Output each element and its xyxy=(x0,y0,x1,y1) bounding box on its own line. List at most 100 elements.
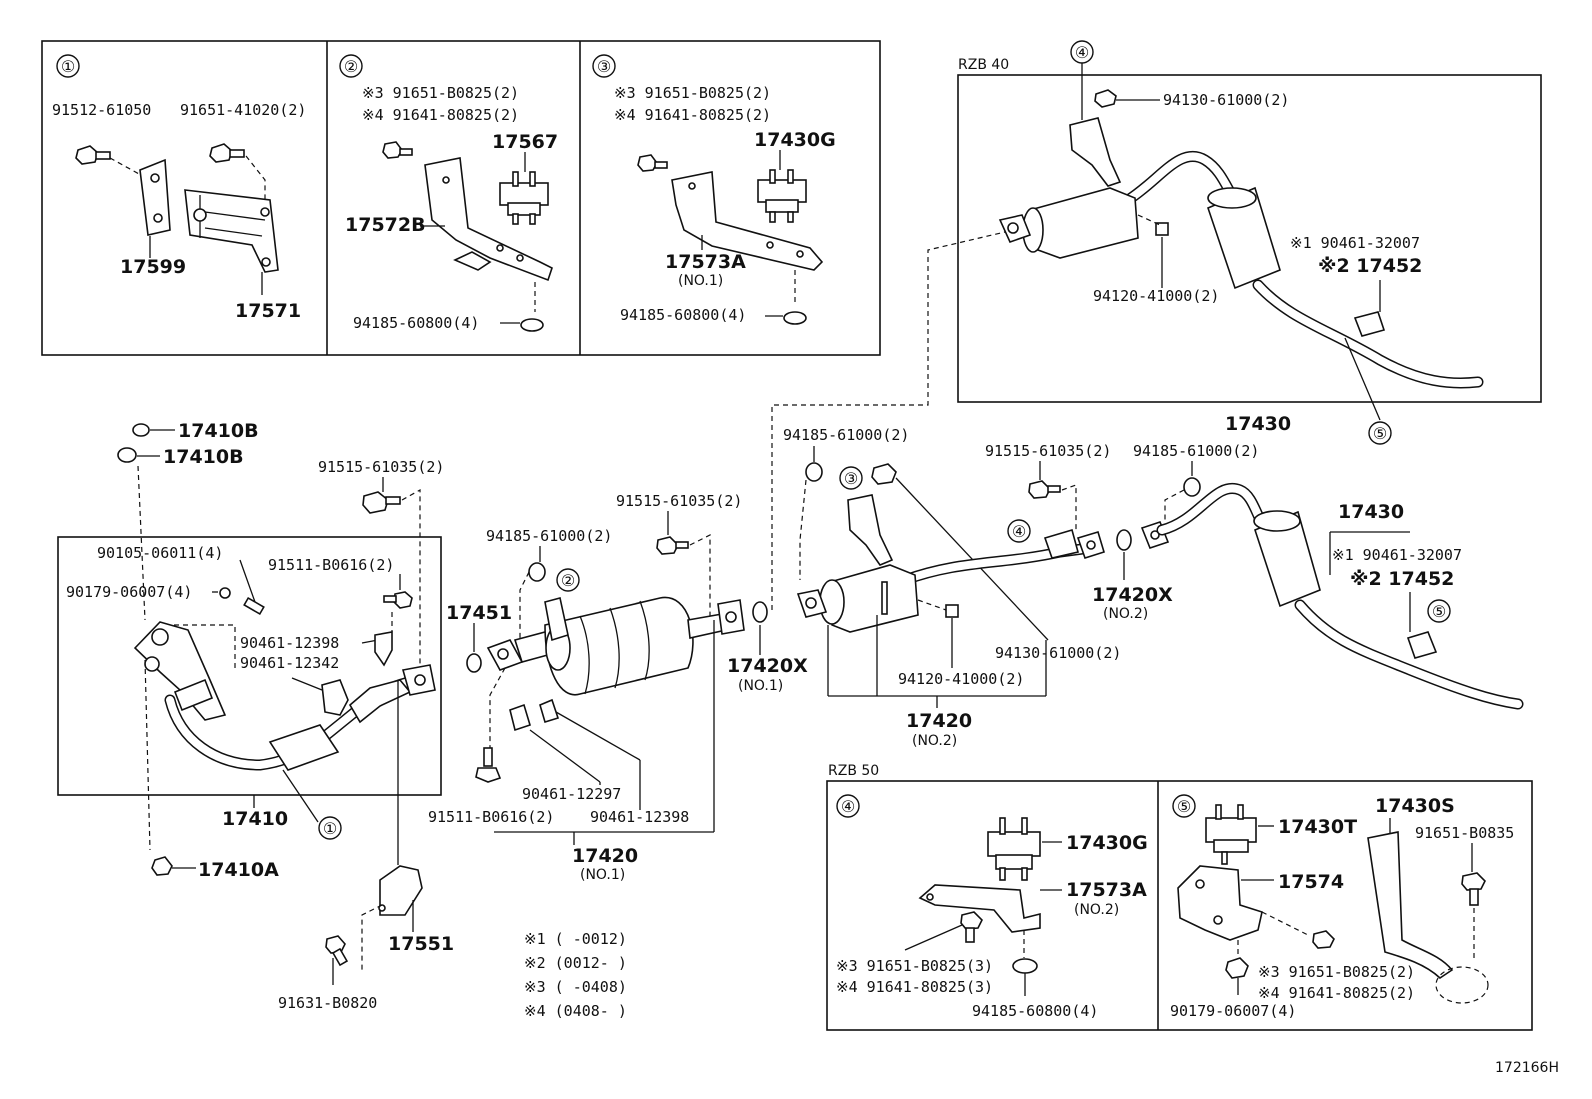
gasket-icon xyxy=(466,653,482,673)
bracket-17573a xyxy=(918,884,1041,933)
part-17573a-no: (NO.2) xyxy=(1074,902,1119,918)
part-91651-b0825: ※3 91651-B0825(2) xyxy=(614,84,771,102)
part-94185-60800: 94185-60800(4) xyxy=(972,1002,1098,1020)
part-91631-b0820: 91631-B0820 xyxy=(278,994,377,1012)
part-90105-06011: 90105-06011(4) xyxy=(97,544,223,562)
part-17430g: 17430G xyxy=(1066,832,1148,854)
part-17420: 17420 xyxy=(906,710,972,732)
gasket-icon xyxy=(117,447,137,463)
nut-icon xyxy=(1094,89,1117,108)
gasket-icon xyxy=(752,601,768,623)
part-17452: ※2 17452 xyxy=(1318,255,1422,277)
callout-3: ③ xyxy=(597,57,611,76)
part-17410a: 17410A xyxy=(198,859,279,881)
note-4: ※4 (0408- ) xyxy=(524,1002,627,1020)
part-17573a: 17573A xyxy=(665,251,746,273)
date-notes: ※1 ( -0012) ※2 (0012- ) ※3 ( -0408) ※4 (… xyxy=(524,930,627,1020)
part-17573a: 17573A xyxy=(1066,879,1147,901)
inset-3: ③ ※3 91651-B0825(2) ※4 91641-80825(2) 17… xyxy=(592,54,836,325)
callout-5: ⑤ xyxy=(1177,797,1191,816)
part-94185-60800: 94185-60800(4) xyxy=(353,314,479,332)
part-17420x-no: (NO.1) xyxy=(738,678,783,694)
front-pipe-frame xyxy=(57,536,442,796)
bolt-icon xyxy=(656,536,689,555)
part-17571: 17571 xyxy=(235,300,301,322)
nut-icon xyxy=(805,462,823,482)
part-17430g: 17430G xyxy=(754,129,836,151)
part-91515-61035: 91515-61035(2) xyxy=(985,442,1111,460)
nut-icon xyxy=(1225,957,1249,979)
bolt-icon xyxy=(637,154,668,172)
bolt-icon xyxy=(362,491,401,514)
bolt-icon xyxy=(325,935,349,967)
part-91511-b0616: 91511-B0616(2) xyxy=(268,556,394,574)
part-17599: 17599 xyxy=(120,256,186,278)
hanger-bracket xyxy=(1069,117,1122,187)
part-91512-61050: 91512-61050 xyxy=(52,101,151,119)
bolt-icon xyxy=(209,143,245,163)
callout-2: ② xyxy=(561,571,575,590)
part-90461-32007: ※1 90461-32007 xyxy=(1332,546,1462,564)
diagram-id: 172166H xyxy=(1495,1060,1559,1076)
inset-1: ① 91512-61050 91651-41020(2) 17599 17571 xyxy=(52,54,306,322)
part-17420-no: (NO.2) xyxy=(912,733,957,749)
callout-5: ⑤ xyxy=(1432,602,1446,621)
part-17572b: 17572B xyxy=(345,214,426,236)
note-1: ※1 ( -0012) xyxy=(524,930,627,948)
center-right-group: 94185-61000(2) ③ ④ 91515-61035(2) xyxy=(783,426,1173,749)
mount-insulator-17430t xyxy=(1205,804,1257,865)
note-2: ※2 (0012- ) xyxy=(524,954,627,972)
part-17451: 17451 xyxy=(446,602,512,624)
part-91641-80825: ※4 91641-80825(2) xyxy=(1258,984,1415,1002)
bracket-17599 xyxy=(139,158,171,236)
part-17420x-no: (NO.2) xyxy=(1103,606,1148,622)
bolt-icon xyxy=(1312,930,1335,949)
bolt-icon xyxy=(243,596,265,616)
part-91651-41020: 91651-41020(2) xyxy=(180,101,306,119)
nut-icon xyxy=(219,587,231,599)
part-91641-80825: ※4 91641-80825(2) xyxy=(362,106,519,124)
part-91651-b0835: 91651-B0835 xyxy=(1415,824,1514,842)
callout-1: ① xyxy=(61,57,75,76)
mount-insulator-17430g xyxy=(987,817,1041,881)
nut-icon xyxy=(783,311,807,325)
callout-5: ⑤ xyxy=(1373,424,1387,443)
bolt-icon xyxy=(475,747,502,783)
part-91511-b0616: 91511-B0616(2) xyxy=(428,808,554,826)
inset-panels xyxy=(41,40,881,356)
callout-4: ④ xyxy=(1012,522,1026,541)
part-17420x: 17420X xyxy=(1092,584,1173,606)
callout-2: ② xyxy=(344,57,358,76)
part-17420-no: (NO.1) xyxy=(580,867,625,883)
part-90179-06007: 90179-06007(4) xyxy=(1170,1002,1296,1020)
part-94130-61000: 94130-61000(2) xyxy=(1163,91,1289,109)
nut-icon xyxy=(945,604,959,618)
front-pipe-17410 xyxy=(133,621,436,771)
part-17567: 17567 xyxy=(492,131,558,153)
mount-insulator-17567 xyxy=(499,171,549,225)
nut-icon xyxy=(151,856,173,876)
part-94185-61000: 94185-61000(2) xyxy=(783,426,909,444)
part-90461-12297: 90461-12297 xyxy=(522,785,621,803)
part-91651-b0825: ※3 91651-B0825(3) xyxy=(836,957,993,975)
note-3: ※3 ( -0408) xyxy=(524,978,627,996)
part-91641-80825: ※4 91641-80825(2) xyxy=(614,106,771,124)
tail-pipe-17430 xyxy=(1140,482,1524,710)
part-94185-61000: 94185-61000(2) xyxy=(1133,442,1259,460)
clamp-icon xyxy=(509,703,531,732)
clamp-icon xyxy=(321,679,349,716)
part-17420: 17420 xyxy=(572,845,638,867)
part-17573a-no: (NO.1) xyxy=(678,273,723,289)
bolt-icon xyxy=(75,145,111,165)
rzb40-panel: RZB 40 ④ 94130-61000(2) 94120-41000(2) ※ xyxy=(957,40,1542,445)
front-pipe-group: 17410B 17410B 91515-61035(2) 90105-06011… xyxy=(57,420,454,1012)
part-94120-41000: 94120-41000(2) xyxy=(1093,287,1219,305)
part-94185-60800: 94185-60800(4) xyxy=(620,306,746,324)
part-17410: 17410 xyxy=(222,808,288,830)
tail-pipe-group: 94185-61000(2) 17430 ※1 90461-32007 ※2 1… xyxy=(1133,442,1524,710)
callout-3: ③ xyxy=(844,469,858,488)
variant-rzb50: RZB 50 xyxy=(828,763,879,779)
part-17410b: 17410B xyxy=(163,446,244,468)
muffler-17420-no1 xyxy=(486,596,745,696)
